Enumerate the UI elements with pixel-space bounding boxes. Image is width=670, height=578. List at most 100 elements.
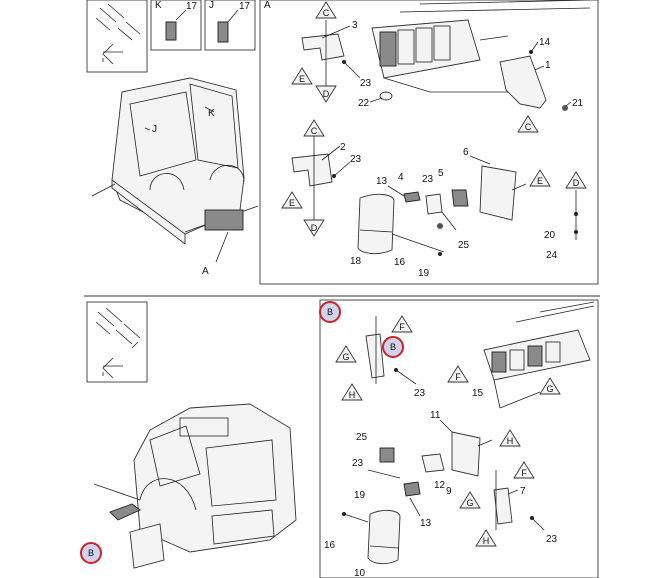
- svg-text:C: C: [525, 122, 532, 132]
- cab-bottom-illustration: [93, 403, 297, 569]
- triangle-g-1: G: [335, 345, 357, 363]
- svg-text:15: 15: [472, 388, 484, 399]
- svg-text:12: 12: [434, 480, 446, 491]
- connector-parts: 13 4 23 5 25: [376, 168, 470, 251]
- triangle-f-1: F: [391, 315, 413, 333]
- triangle-e-1: E: [291, 67, 313, 85]
- bracket-1: 14 1 21: [499, 37, 584, 111]
- svg-text:20: 20: [544, 230, 556, 241]
- svg-text:E: E: [299, 74, 305, 84]
- circled-marker-b-2: B: [382, 336, 404, 358]
- bracket-3: 3 23 22: [301, 20, 393, 109]
- circled-marker-b-1: B: [319, 301, 341, 323]
- svg-text:K: K: [155, 0, 162, 11]
- reference-triangles-bottom: F G H F G H F G H: [335, 315, 561, 547]
- svg-text:D: D: [573, 178, 580, 188]
- svg-text:23: 23: [360, 78, 372, 89]
- svg-text:H: H: [483, 536, 490, 546]
- svg-text:23: 23: [350, 154, 362, 165]
- svg-text:17: 17: [239, 1, 251, 12]
- svg-text:G: G: [546, 384, 553, 394]
- svg-text:25: 25: [356, 432, 368, 443]
- svg-text:23: 23: [546, 534, 558, 545]
- triangle-c-3: C: [517, 115, 539, 133]
- svg-text:23: 23: [422, 174, 434, 185]
- triangle-h-1: H: [341, 383, 363, 401]
- view-inset-b: [86, 301, 148, 383]
- svg-text:3: 3: [352, 20, 358, 31]
- relay-module: [371, 0, 591, 93]
- svg-text:B: B: [88, 548, 94, 558]
- svg-text:25: 25: [458, 240, 470, 251]
- svg-text:A: A: [264, 0, 271, 11]
- bracket-2: 2 23: [291, 134, 362, 220]
- svg-text:F: F: [521, 468, 527, 478]
- view-inset-a: [86, 0, 148, 73]
- svg-text:C: C: [311, 126, 318, 136]
- connector-parts-b: 25 23 9 12 13: [352, 432, 452, 529]
- svg-text:B: B: [327, 307, 333, 317]
- svg-text:E: E: [289, 198, 295, 208]
- svg-text:J: J: [152, 124, 157, 135]
- harness-module-15: 15: [472, 301, 595, 409]
- marker-lamp-10: 10 19 16: [324, 490, 401, 578]
- triangle-h-3: H: [475, 529, 497, 547]
- detail-box-b: 15 23 11 25 23 9 12 13: [319, 299, 599, 578]
- svg-text:23: 23: [414, 388, 426, 399]
- triangle-f-2: F: [447, 365, 469, 383]
- svg-text:7: 7: [520, 486, 526, 497]
- triangle-c-2: C: [303, 119, 325, 137]
- view-inset-k: K 17: [150, 0, 202, 51]
- mounting-plate-6: 6: [463, 147, 527, 221]
- svg-text:C: C: [323, 8, 330, 18]
- svg-text:E: E: [537, 176, 543, 186]
- cab-top-illustration: K J A: [91, 77, 259, 277]
- svg-text:H: H: [507, 436, 514, 446]
- svg-text:J: J: [209, 0, 214, 11]
- triangle-g-3: G: [459, 491, 481, 509]
- svg-text:13: 13: [420, 518, 432, 529]
- svg-text:16: 16: [394, 257, 406, 268]
- svg-text:6: 6: [463, 147, 469, 158]
- svg-text:24: 24: [546, 250, 558, 261]
- detail-box-a: A 14 1 21 3: [259, 0, 599, 285]
- triangle-c-1: C: [315, 1, 337, 19]
- triangle-d-2: D: [303, 219, 325, 237]
- svg-text:18: 18: [350, 256, 362, 267]
- svg-text:K: K: [208, 108, 215, 119]
- svg-text:16: 16: [324, 540, 336, 551]
- triangle-g-2: G: [539, 377, 561, 395]
- svg-text:14: 14: [539, 37, 551, 48]
- svg-text:G: G: [466, 498, 473, 508]
- svg-text:10: 10: [354, 568, 366, 578]
- svg-text:D: D: [323, 89, 330, 99]
- svg-text:1: 1: [545, 60, 551, 71]
- svg-text:5: 5: [438, 168, 444, 179]
- triangle-e-2: E: [281, 191, 303, 209]
- reference-triangles-top: C E D C E D E D C: [281, 1, 587, 237]
- triangle-d-1: D: [315, 85, 337, 103]
- screws-20-24: 20 24: [544, 190, 578, 261]
- svg-text:A: A: [202, 266, 209, 277]
- svg-text:4: 4: [398, 172, 404, 183]
- svg-text:21: 21: [572, 98, 584, 109]
- svg-text:F: F: [399, 322, 405, 332]
- svg-text:11: 11: [430, 410, 441, 421]
- svg-text:23: 23: [352, 458, 364, 469]
- marker-lamp-18: 18 16 19: [350, 193, 445, 279]
- svg-text:19: 19: [418, 268, 430, 279]
- view-inset-j: J 17: [204, 0, 256, 51]
- battery-box-icon: [204, 209, 244, 231]
- svg-text:B: B: [390, 342, 396, 352]
- circled-marker-b-3: B: [80, 542, 102, 564]
- triangle-d-3: D: [565, 171, 587, 189]
- bracket-upper-b: 23: [365, 316, 426, 399]
- svg-text:19: 19: [354, 490, 366, 501]
- mounting-plate-11: 11: [430, 410, 493, 477]
- triangle-e-3: E: [529, 169, 551, 187]
- bracket-7: 7 23: [493, 470, 558, 545]
- triangle-h-2: H: [499, 429, 521, 447]
- svg-text:17: 17: [186, 1, 198, 12]
- svg-text:22: 22: [358, 98, 370, 109]
